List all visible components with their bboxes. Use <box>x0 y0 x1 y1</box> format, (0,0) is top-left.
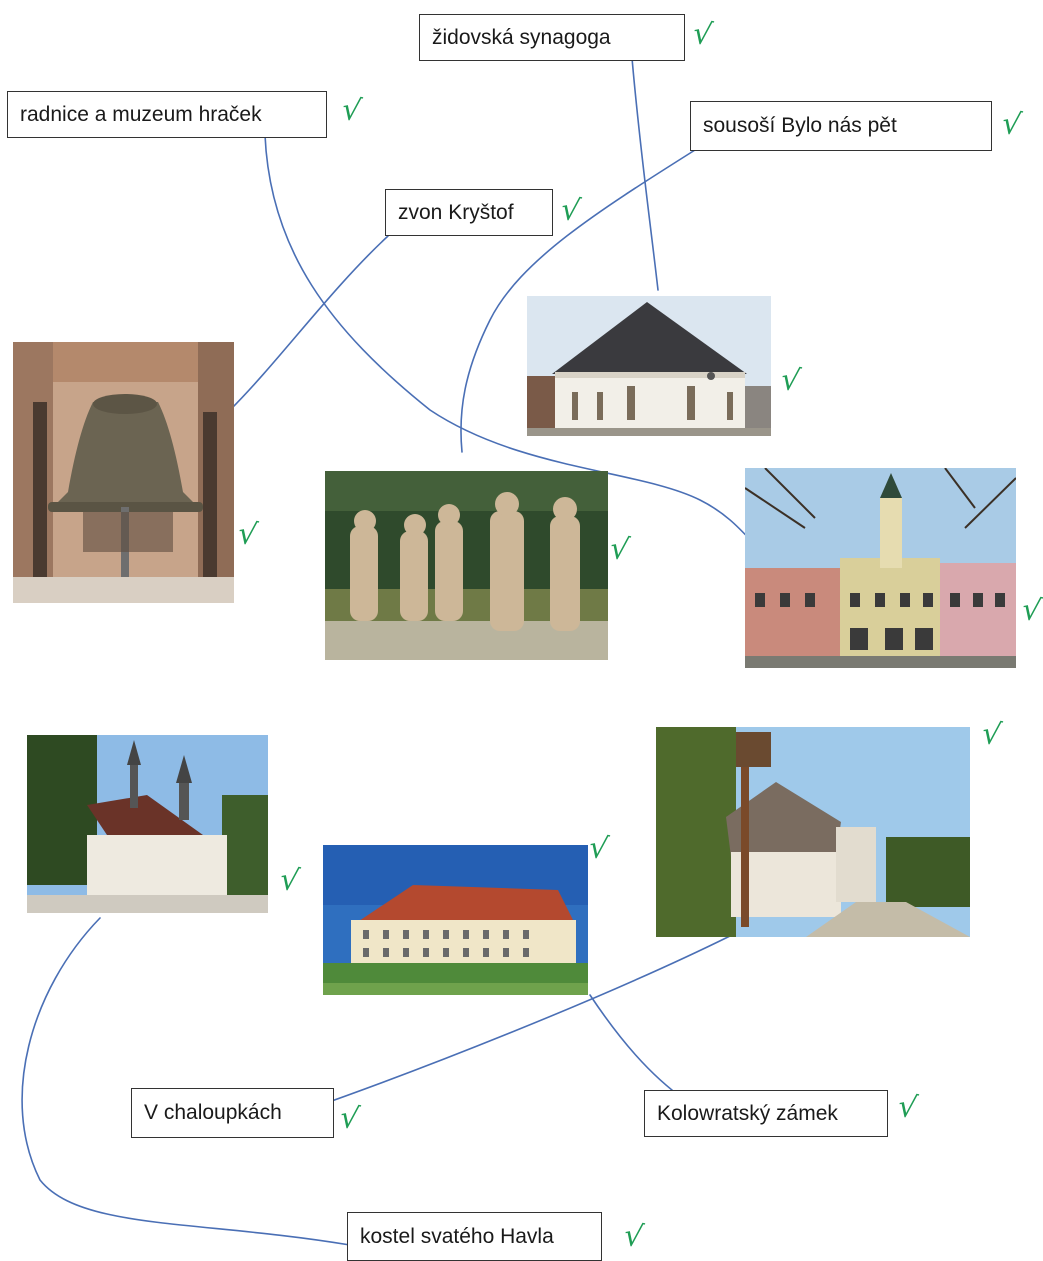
photo-synagogue <box>527 296 771 436</box>
label-kolowratsky-zamek: Kolowratský zámek <box>644 1090 888 1137</box>
check-mark-icon: √ <box>621 1217 646 1256</box>
check-mark-icon: √ <box>339 91 364 130</box>
label-v-chaloupkach: V chaloupkách <box>131 1088 334 1138</box>
label-kostel-svateho-havla: kostel svatého Havla <box>347 1212 602 1261</box>
label-sousosi-bylo-nas-pet: sousoší Bylo nás pět <box>690 101 992 151</box>
line-zvon <box>229 235 389 411</box>
check-mark-icon: √ <box>586 829 611 868</box>
photo-cottages <box>656 727 970 937</box>
line-zamek <box>589 994 686 1101</box>
check-mark-icon: √ <box>1019 591 1043 630</box>
label-radnice-a-muzeum-hracek: radnice a muzeum hraček <box>7 91 327 138</box>
line-synagoga <box>631 57 659 291</box>
photo-bell <box>13 342 234 603</box>
photo-castle <box>323 845 588 995</box>
line-kostel <box>21 917 351 1246</box>
label-zvon-krystof: zvon Kryštof <box>385 189 553 236</box>
check-mark-icon: √ <box>277 861 302 900</box>
check-mark-icon: √ <box>690 15 715 54</box>
photo-church <box>27 735 268 913</box>
photo-town-hall <box>745 468 1016 668</box>
check-mark-icon: √ <box>895 1088 920 1127</box>
check-mark-icon: √ <box>235 515 260 554</box>
check-mark-icon: √ <box>558 191 583 230</box>
check-mark-icon: √ <box>999 105 1024 144</box>
check-mark-icon: √ <box>337 1099 362 1138</box>
check-mark-icon: √ <box>979 715 1004 754</box>
label-zidovska-synagoga: židovská synagoga <box>419 14 685 61</box>
check-mark-icon: √ <box>778 361 803 400</box>
photo-statues <box>325 471 608 660</box>
check-mark-icon: √ <box>607 530 632 569</box>
